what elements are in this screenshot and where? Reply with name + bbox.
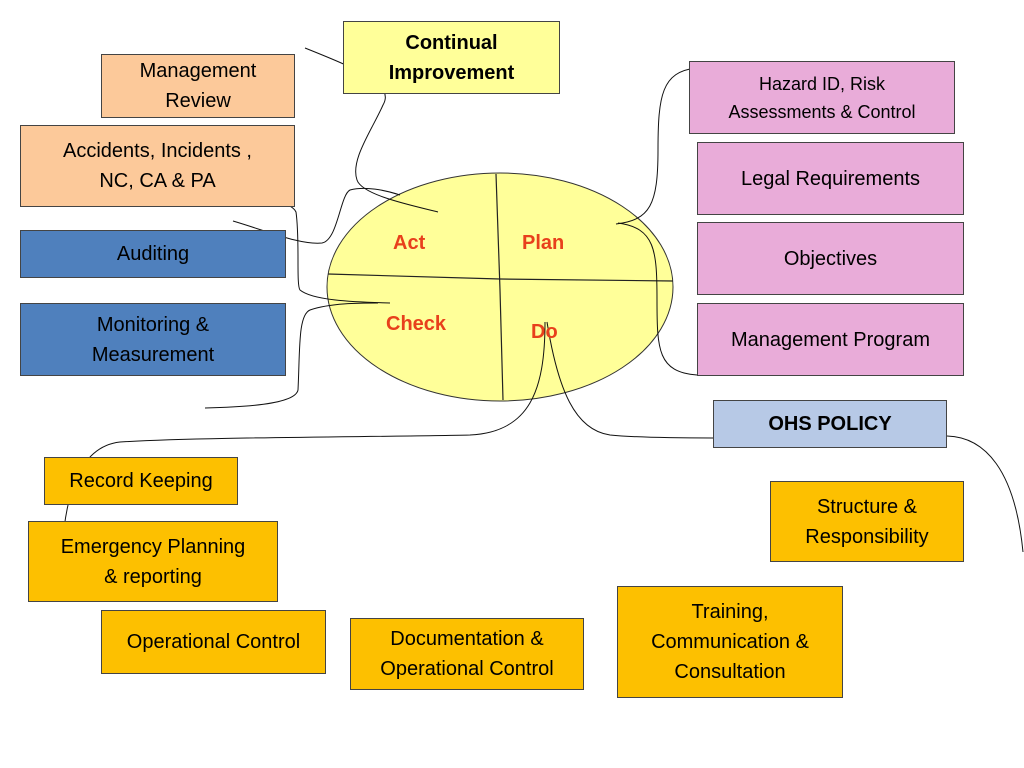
documentation-box: Documentation & Operational Control xyxy=(350,618,584,690)
connector-monitoring xyxy=(204,302,379,409)
record-keeping-text: Record Keeping xyxy=(69,470,213,492)
ohs-policy-box: OHS POLICY xyxy=(713,400,947,448)
connector-management-program xyxy=(617,222,698,376)
record-keeping-box: Record Keeping xyxy=(44,457,238,505)
accidents-text: Accidents, Incidents , NC, CA & PA xyxy=(63,140,252,192)
management-review-text: Management Review xyxy=(139,60,257,112)
monitoring-box: Monitoring & Measurement xyxy=(20,303,286,376)
management-review-box: Management Review xyxy=(101,54,295,118)
connector-structure xyxy=(946,435,1024,553)
management-program-text: Management Program xyxy=(731,328,930,351)
operational-control-box: Operational Control xyxy=(101,610,326,674)
training-box: Training, Communication & Consultation xyxy=(617,586,843,698)
objectives-text: Objectives xyxy=(783,247,878,270)
pdca-act-label: Act xyxy=(393,232,426,254)
structure-box: Structure & Responsibility xyxy=(770,481,964,562)
connector-hazard xyxy=(615,67,697,225)
connector-policy xyxy=(546,321,714,439)
pdca-do-label: Do xyxy=(531,321,558,343)
auditing-text: Auditing xyxy=(116,243,190,265)
pdca-check-label: Check xyxy=(386,313,447,335)
ohs-policy-text: OHS POLICY xyxy=(768,413,892,435)
objectives-box: Objectives xyxy=(697,222,964,295)
documentation-text: Documentation & Operational Control xyxy=(380,628,554,680)
accidents-box: Accidents, Incidents , NC, CA & PA xyxy=(20,125,295,207)
structure-text: Structure & Responsibility xyxy=(805,495,929,548)
continual-improvement-box: Continual Improvement xyxy=(343,21,560,94)
pdca-plan-label: Plan xyxy=(522,232,565,254)
management-program-box: Management Program xyxy=(697,303,964,376)
operational-control-text: Operational Control xyxy=(126,631,301,653)
training-text: Training, Communication & Consultation xyxy=(651,601,809,683)
hazard-box: Hazard ID, Risk Assessments & Control xyxy=(689,61,955,134)
pdca-horizontal-divider xyxy=(327,273,674,282)
hazard-text: Hazard ID, Risk Assessments & Control xyxy=(728,73,916,122)
pdca-vertical-divider xyxy=(495,173,504,401)
legal-requirements-box: Legal Requirements xyxy=(697,142,964,215)
auditing-box: Auditing xyxy=(20,230,286,278)
monitoring-text: Monitoring & Measurement xyxy=(91,313,215,366)
legal-requirements-text: Legal Requirements xyxy=(741,167,920,190)
continual-improvement-text: Continual Improvement xyxy=(388,31,515,84)
emergency-box: Emergency Planning & reporting xyxy=(28,521,278,602)
emergency-text: Emergency Planning & reporting xyxy=(60,535,246,588)
